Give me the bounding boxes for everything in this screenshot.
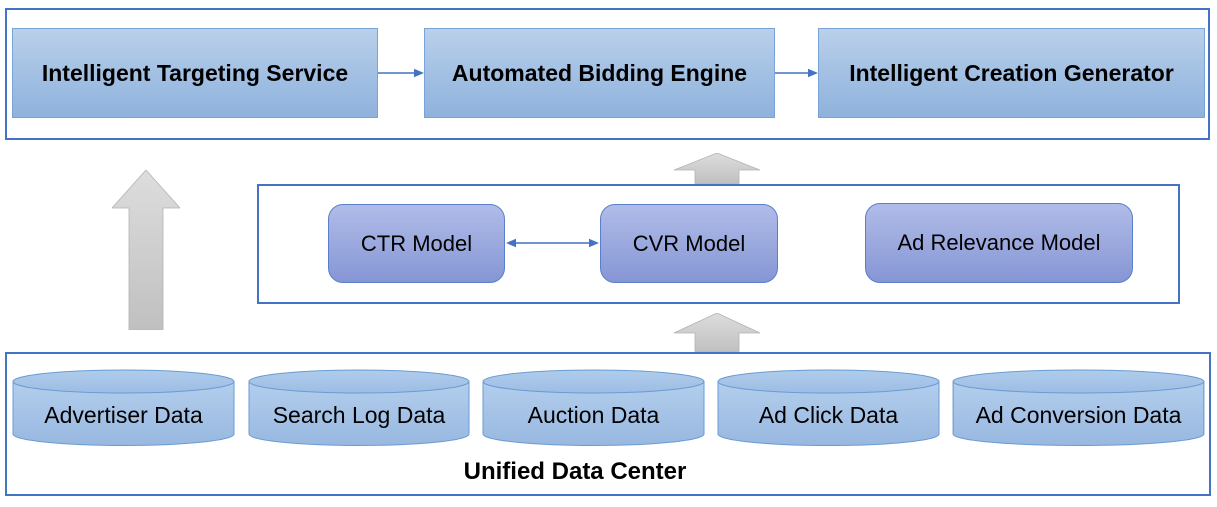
ctr-model-box: CTR Model: [328, 204, 505, 283]
unified-data-center-title: Unified Data Center: [463, 458, 687, 485]
service-box-label: Automated Bidding Engine: [451, 59, 748, 86]
intelligent-targeting-service-box: Intelligent Targeting Service: [12, 28, 378, 118]
intelligent-creation-generator-box: Intelligent Creation Generator: [818, 28, 1205, 118]
database-cylinder-icon: [12, 369, 235, 446]
model-box-label: CVR Model: [632, 230, 746, 256]
double-arrow-connector-icon: [506, 238, 599, 248]
ad-relevance-model-box: Ad Relevance Model: [865, 203, 1133, 283]
database-cylinder-icon: [717, 369, 940, 446]
ad-conversion-data-cylinder: Ad Conversion Data: [952, 369, 1205, 447]
big-up-arrow-left-icon: [112, 170, 180, 330]
cylinder-label: Ad Click Data: [758, 401, 899, 428]
big-up-arrow-middle-top-icon: [674, 153, 760, 184]
cvr-model-box: CVR Model: [600, 204, 778, 283]
ad-click-data-cylinder: Ad Click Data: [717, 369, 940, 447]
model-box-label: Ad Relevance Model: [897, 230, 1101, 255]
database-cylinder-icon: [248, 369, 470, 446]
right-arrow-connector-icon: [775, 68, 818, 78]
search-log-data-cylinder: Search Log Data: [248, 369, 470, 447]
database-cylinder-icon: [482, 369, 705, 446]
service-box-label: Intelligent Creation Generator: [849, 59, 1174, 86]
advertiser-data-cylinder: Advertiser Data: [12, 369, 235, 447]
cylinder-label: Auction Data: [527, 401, 660, 428]
auction-data-cylinder: Auction Data: [482, 369, 705, 447]
right-arrow-connector-icon: [378, 68, 424, 78]
big-up-arrow-middle-bottom-icon: [674, 313, 760, 352]
cylinder-label: Advertiser Data: [44, 401, 203, 428]
service-box-label: Intelligent Targeting Service: [41, 59, 349, 86]
database-cylinder-icon: [952, 369, 1205, 446]
automated-bidding-engine-box: Automated Bidding Engine: [424, 28, 775, 118]
cylinder-label: Search Log Data: [272, 401, 446, 428]
cylinder-label: Ad Conversion Data: [975, 401, 1182, 428]
model-box-label: CTR Model: [360, 230, 473, 256]
